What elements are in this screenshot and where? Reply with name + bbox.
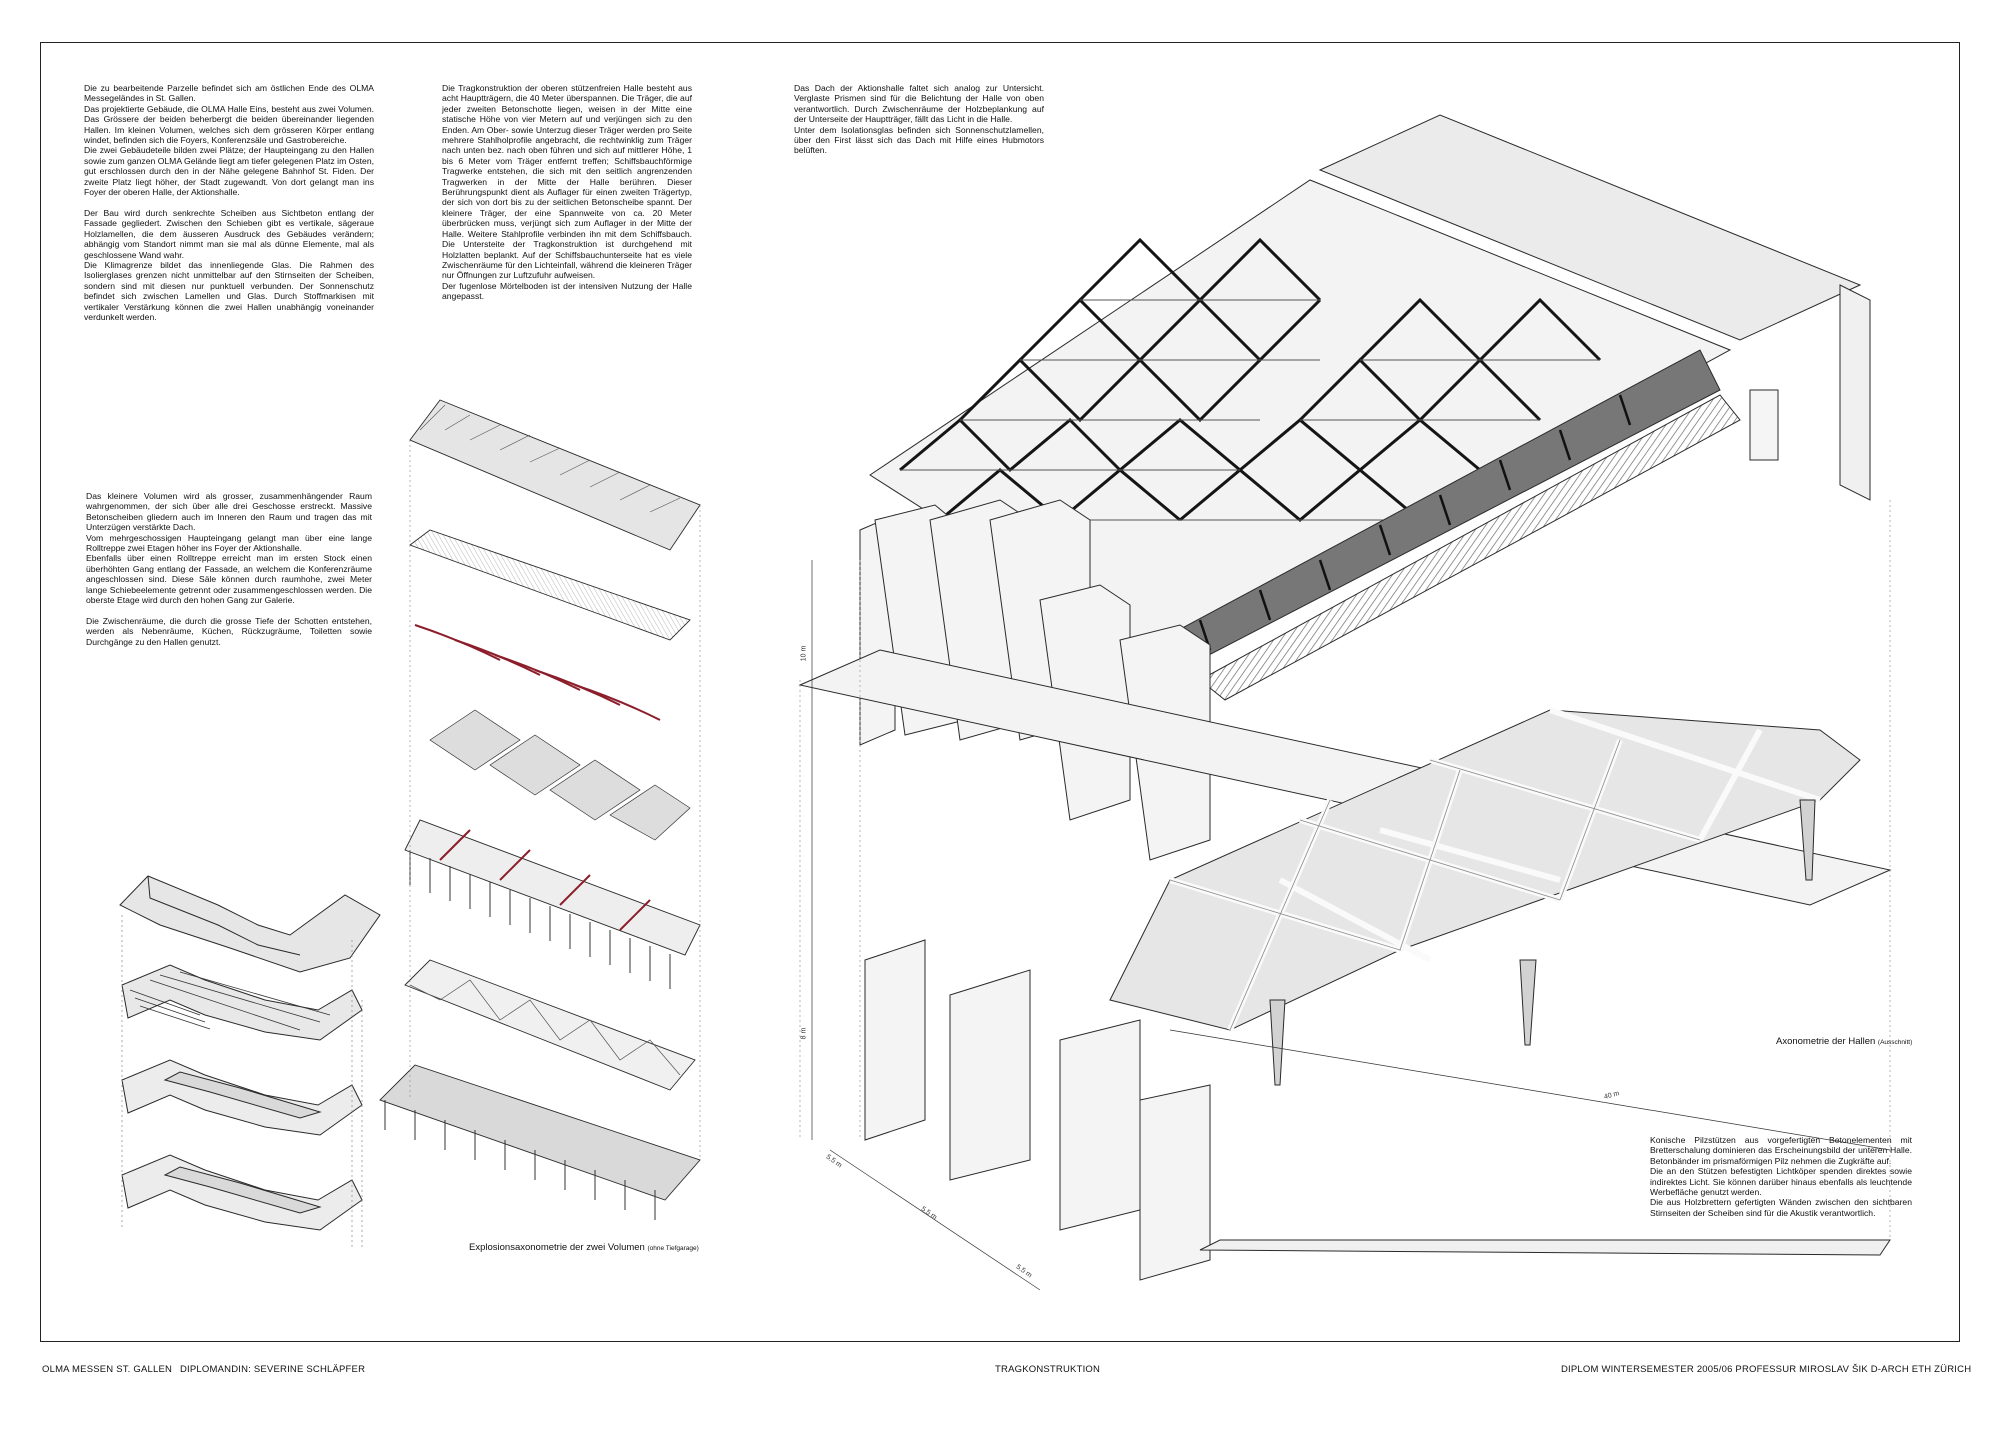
floor-2 xyxy=(121,1059,363,1136)
caption-axonometry-note: (Ausschnitt) xyxy=(1877,1039,1913,1046)
text-small-volume: Das kleinere Volumen wird als grosser, z… xyxy=(86,491,372,647)
caption-explosion-title: Explosionsaxonometrie der zwei Volumen xyxy=(469,1242,645,1253)
text-site-intro: Die zu bearbeitende Parzelle befindet si… xyxy=(84,83,374,322)
caption-axonometry: Axonometrie der Hallen (Ausschnitt) xyxy=(1776,1036,1912,1047)
lower-ceiling xyxy=(1109,709,1861,1031)
footer-author: DIPLOMANDIN: SEVERINE SCHLÄPFER xyxy=(180,1364,366,1375)
text-roof: Das Dach der Aktionshalle faltet sich an… xyxy=(794,83,1044,156)
caption-explosion-note: (ohne Tiefgarage) xyxy=(647,1245,699,1252)
dim-upper-height: 10 m xyxy=(800,645,808,662)
lower-roof-grid xyxy=(404,959,696,1091)
truss-layer xyxy=(429,709,691,841)
soffit-planking xyxy=(1199,394,1741,701)
lower-floor xyxy=(379,1064,701,1201)
mushroom-columns xyxy=(1269,799,1816,1086)
footer-info: DIPLOM WINTERSEMESTER 2005/06 PROFESSUR … xyxy=(1561,1364,1972,1375)
text-columns: Konische Pilzstützen aus vorgefertigten … xyxy=(1650,1135,1912,1218)
small-volume-explosion xyxy=(119,875,381,1250)
floor-1 xyxy=(121,1154,363,1231)
caption-explosion: Explosionsaxonometrie der zwei Volumen (… xyxy=(469,1242,699,1253)
footer-title: TRAGKONSTRUKTION xyxy=(995,1364,1101,1375)
base-slab xyxy=(1199,1239,1891,1256)
rib-layer xyxy=(414,624,661,721)
caption-axonometry-title: Axonometrie der Hallen xyxy=(1776,1036,1876,1047)
floor-3 xyxy=(121,964,363,1041)
lower-walls xyxy=(864,939,1211,1281)
louvre-layer xyxy=(409,529,691,641)
large-volume-explosion xyxy=(379,399,701,1220)
dim-lower-height: 8 m xyxy=(800,1027,808,1040)
right-wall xyxy=(1839,284,1871,501)
hall-axonometry xyxy=(798,114,1892,1291)
text-structure: Die Tragkonstruktion der oberen stützenf… xyxy=(442,83,692,302)
roof-glazing xyxy=(1318,114,1862,341)
sheet-frame xyxy=(40,42,1960,1342)
wall-layer xyxy=(404,819,701,989)
footer-project: OLMA MESSEN ST. GALLEN xyxy=(42,1364,173,1375)
roof-layer xyxy=(409,399,701,551)
